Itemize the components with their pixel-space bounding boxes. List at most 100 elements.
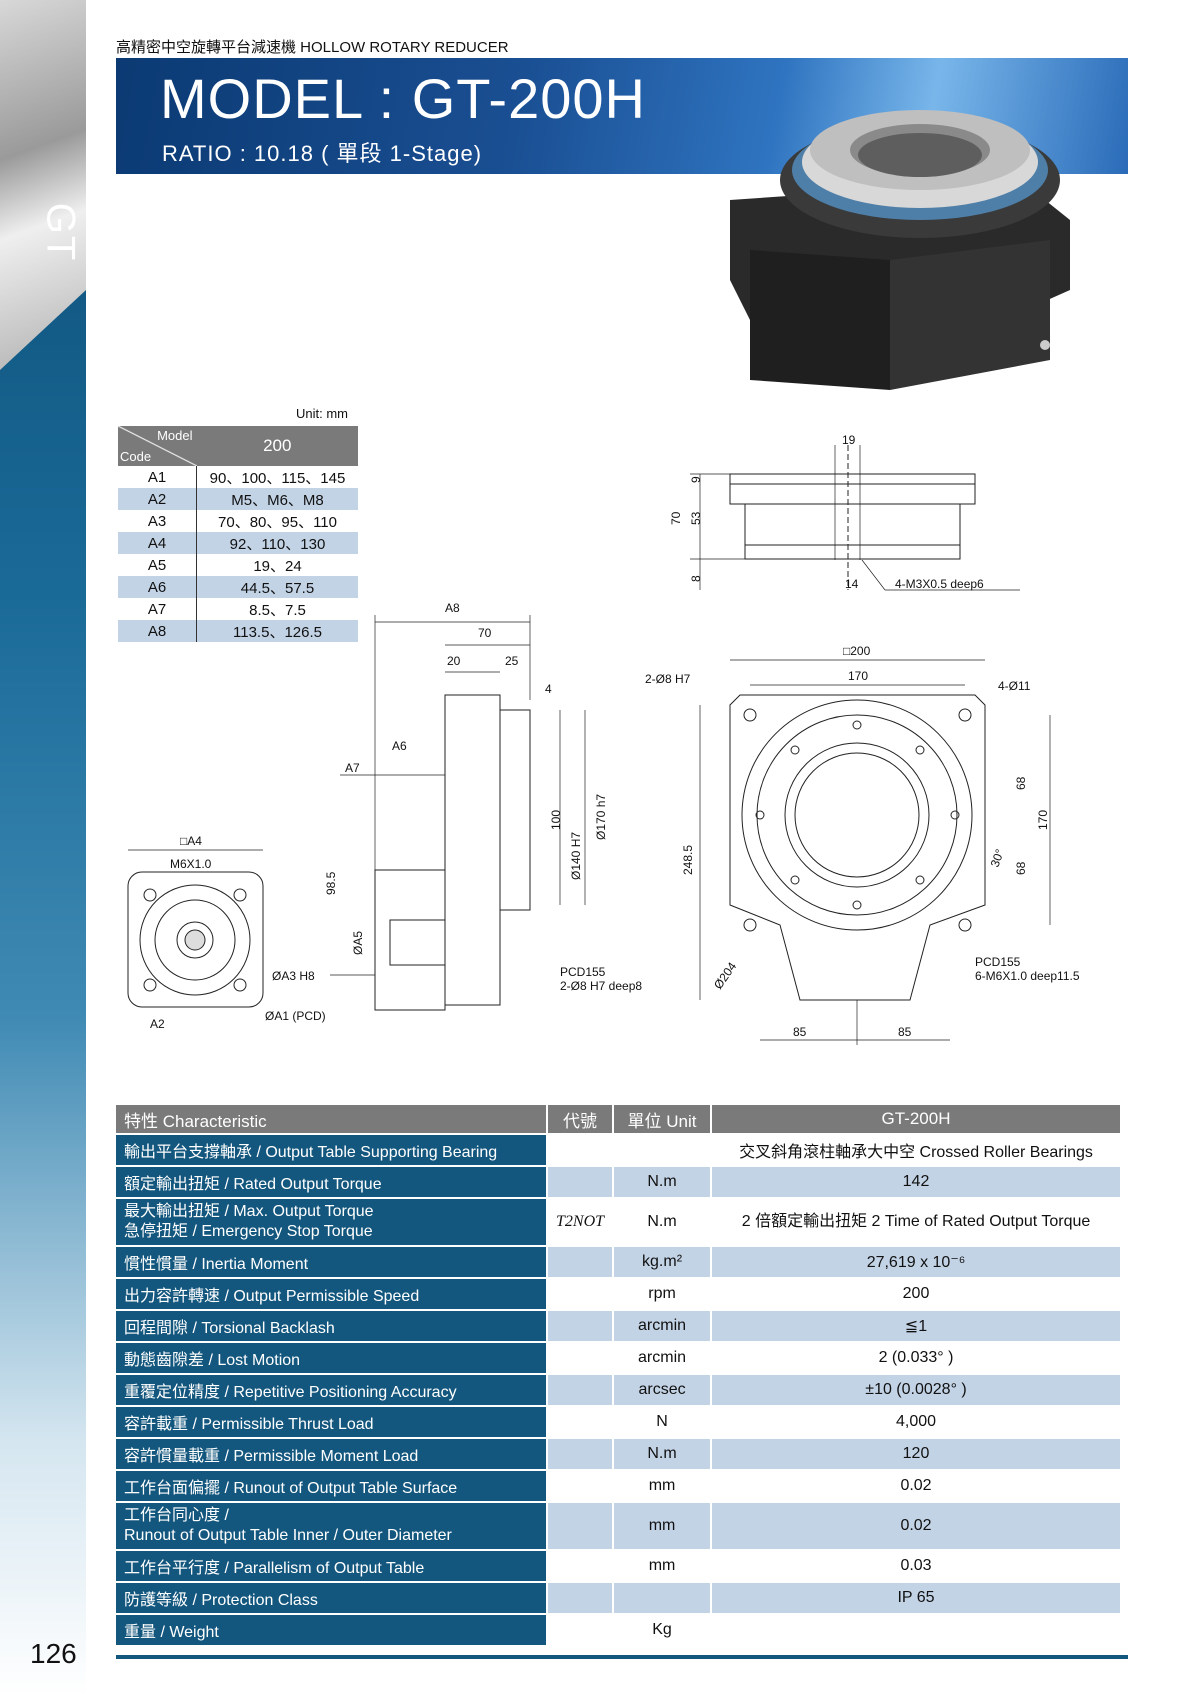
characteristic-cell: 工作台面偏擺 / Runout of Output Table Surface xyxy=(116,1471,548,1503)
header-unit: 單位 Unit xyxy=(614,1105,713,1135)
code-cell xyxy=(548,1503,615,1551)
unit-cell: N.m xyxy=(614,1439,713,1471)
unit-cell xyxy=(614,1583,713,1615)
header-code: Code xyxy=(120,449,152,464)
side-tab: GT xyxy=(0,0,86,1697)
header-value: GT-200H xyxy=(712,1105,1120,1135)
value-cell: 19、24 xyxy=(253,557,302,575)
value-cell: 120 xyxy=(712,1439,1120,1471)
value-cell: M5、M6、M8 xyxy=(196,488,358,510)
dim-label: M6X1.0 xyxy=(170,857,212,871)
dim-label: PCD155 xyxy=(560,965,606,979)
dim-label: 100 xyxy=(549,810,563,830)
unit-cell: arcsec xyxy=(614,1375,713,1407)
characteristic-cell: 重覆定位精度 / Repetitive Positioning Accuracy xyxy=(116,1375,548,1407)
value-cell: IP 65 xyxy=(712,1583,1120,1615)
dim-label: □A4 xyxy=(180,834,202,848)
code-cell xyxy=(548,1551,615,1583)
dim-label: 4 xyxy=(545,682,552,696)
unit-cell: mm xyxy=(614,1551,713,1583)
code-cell xyxy=(548,1583,615,1615)
dim-label: Ø170 h7 xyxy=(594,794,608,840)
technical-drawing: 19 9 70 53 8 14 4-M3X0.5 deep6 A8 70 20 … xyxy=(127,433,1080,1045)
value-cell: ±10 (0.0028° ) xyxy=(712,1375,1120,1407)
dim-label: 2-Ø8 H7 deep8 xyxy=(560,979,642,993)
code-cell: A5 xyxy=(118,554,197,576)
characteristic-cell: 動態齒隙差 / Lost Motion xyxy=(116,1343,548,1375)
ratio-subtitle: RATIO : 10.18 ( 單段 1-Stage) xyxy=(162,141,483,166)
header-diag: Model Code xyxy=(118,426,197,466)
characteristic-cell: 回程間隙 / Torsional Backlash xyxy=(116,1311,548,1343)
page-number: 126 xyxy=(30,1638,77,1669)
characteristic-cell: 額定輸出扭矩 / Rated Output Torque xyxy=(116,1167,548,1199)
code-cell xyxy=(548,1247,615,1279)
value-cell: 113.5、126.5 xyxy=(196,620,358,642)
value-cell: 200 xyxy=(712,1279,1120,1311)
metal-texture xyxy=(0,0,86,370)
dim-label: 70 xyxy=(478,626,492,640)
dim-label: 170 xyxy=(848,669,868,683)
code-cell: A3 xyxy=(118,510,197,532)
code-cell: A1 xyxy=(118,466,197,488)
dim-label: A2 xyxy=(150,1017,165,1031)
characteristic-cell: 輸出平台支撐軸承 / Output Table Supporting Beari… xyxy=(116,1135,548,1167)
unit-cell: arcmin xyxy=(614,1343,713,1375)
top-side-view xyxy=(690,445,1020,591)
code-cell: A6 xyxy=(118,576,197,598)
dim-label: Ø140 H7 xyxy=(569,832,583,880)
value-cell: ≦1 xyxy=(712,1311,1120,1343)
code-cell xyxy=(548,1279,615,1311)
value-cell: 92、110、130 xyxy=(196,532,358,554)
dim-label: Ø204 xyxy=(711,959,739,991)
characteristic-cell: 容許慣量載重 / Permissible Moment Load xyxy=(116,1439,548,1471)
dim-label: A6 xyxy=(392,739,407,753)
dim-label: 98.5 xyxy=(324,871,338,895)
code-cell: A8 xyxy=(118,620,197,642)
value-cell xyxy=(712,1615,1120,1647)
code-cell xyxy=(548,1439,615,1471)
value-cell: 2 (0.033° ) xyxy=(712,1343,1120,1375)
header-code: 代號 xyxy=(548,1105,615,1135)
value-cell: 142 xyxy=(712,1167,1120,1199)
dim-label: 30° xyxy=(988,847,1007,869)
value-cell: 27,619 x 10⁻⁶ xyxy=(712,1247,1120,1279)
dim-label: ØA1 (PCD) xyxy=(265,1009,326,1023)
value-cell: 70、80、95、110 xyxy=(218,513,337,531)
dim-label: 14 xyxy=(845,577,859,591)
unit-cell: N.m xyxy=(614,1199,713,1247)
top-title: 高精密中空旋轉平台減速機 HOLLOW ROTARY REDUCER xyxy=(116,39,509,56)
unit-cell: mm xyxy=(614,1503,713,1551)
value-cell: 44.5、57.5 xyxy=(196,576,358,598)
side-tab-label: GT xyxy=(38,202,83,263)
value-cell: 0.03 xyxy=(712,1551,1120,1583)
header-value: 200 xyxy=(196,426,358,466)
value-cell: 0.02 xyxy=(712,1471,1120,1503)
characteristic-cell: 容許載重 / Permissible Thrust Load xyxy=(116,1407,548,1439)
characteristic-cell: 工作台同心度 /Runout of Output Table Inner / O… xyxy=(116,1503,548,1551)
code-cell xyxy=(548,1343,615,1375)
dim-label: 85 xyxy=(898,1025,912,1039)
side-section-view xyxy=(330,615,586,1011)
value-cell: 2 倍額定輸出扭矩 2 Time of Rated Output Torque xyxy=(712,1199,1120,1247)
dim-label: 20 xyxy=(447,654,461,668)
unit-cell: arcmin xyxy=(614,1311,713,1343)
dim-label: 4-M3X0.5 deep6 xyxy=(895,577,984,591)
dim-label: 4-Ø11 xyxy=(998,679,1031,693)
header-model: Model xyxy=(157,428,193,443)
dim-label: A8 xyxy=(445,601,460,615)
code-cell xyxy=(548,1471,615,1503)
characteristic-line: Runout of Output Table Inner / Outer Dia… xyxy=(124,1527,452,1544)
characteristic-cell: 出力容許轉速 / Output Permissible Speed xyxy=(116,1279,548,1311)
model-title: MODEL : GT-200H xyxy=(160,67,646,130)
characteristic-line: 最大輸出扭矩 / Max. Output Torque xyxy=(124,1203,374,1220)
bottom-rule xyxy=(116,1655,1128,1659)
characteristic-cell: 工作台平行度 / Parallelism of Output Table xyxy=(116,1551,548,1583)
code-cell xyxy=(548,1615,615,1647)
dim-label: 170 xyxy=(1036,810,1050,830)
dim-label: 70 xyxy=(669,511,683,525)
code-cell xyxy=(548,1375,615,1407)
characteristic-cell: 慣性慣量 / Inertia Moment xyxy=(116,1247,548,1279)
value-cell: 交叉斜角滾柱軸承大中空 Crossed Roller Bearings xyxy=(712,1135,1120,1167)
code-cell: A7 xyxy=(118,598,197,620)
